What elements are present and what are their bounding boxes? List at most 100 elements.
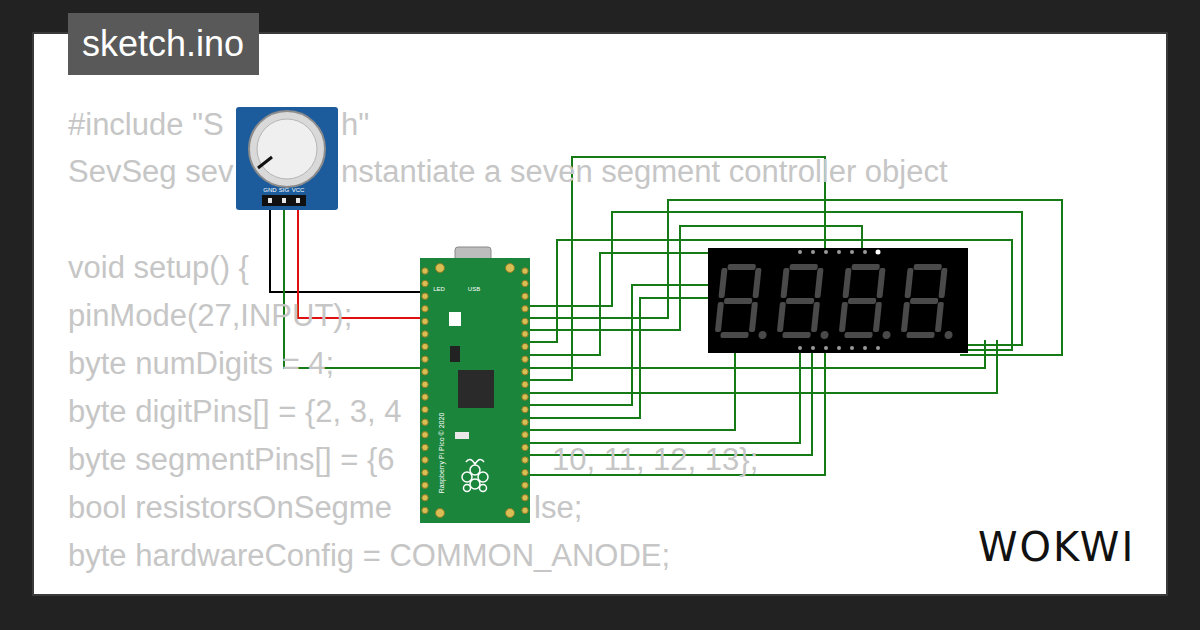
segment: [851, 264, 880, 270]
board-silkscreen: Raspberry Pi Pico © 2020: [438, 413, 446, 494]
code-text: h": [341, 107, 369, 143]
panel: [33, 33, 1167, 595]
pin-pad: [522, 469, 528, 475]
pin-pad: [522, 343, 528, 349]
segment: [935, 302, 944, 332]
pin-pad: [436, 264, 445, 273]
segment: [789, 264, 818, 270]
pin-pad: [422, 507, 428, 513]
pin-label: VCC: [292, 187, 305, 194]
pin-pad: [422, 457, 428, 463]
segment: [910, 298, 939, 304]
rp2040-chip: [458, 370, 494, 408]
code-text: void setup() {: [68, 250, 249, 286]
pin-pad: [522, 507, 528, 513]
segment: [777, 302, 786, 332]
segment: [814, 268, 823, 298]
segment: [848, 298, 877, 304]
wire: [518, 285, 720, 405]
pin-pad: [422, 432, 428, 438]
segment: [752, 268, 761, 298]
file-tab: sketch.ino: [68, 13, 259, 75]
pin-pad: [522, 293, 528, 299]
code-text: #include "S: [68, 107, 224, 143]
pin-pad: [422, 469, 428, 475]
code-text: nstantiate a seven segment controller ob…: [341, 154, 948, 190]
pin-pad: [506, 264, 515, 273]
bootsel-button: [455, 432, 469, 439]
pin-pad: [522, 394, 528, 400]
decimal-point: [820, 331, 829, 339]
potentiometer-pins: [268, 198, 300, 203]
digit: [776, 264, 836, 339]
code-text: byte hardwareConfig = COMMON_ANODE;: [68, 538, 670, 574]
segment: [811, 302, 820, 332]
segment: [844, 332, 873, 338]
pin-pad: [522, 306, 528, 312]
pin-pad: [522, 444, 528, 450]
pico-led: [449, 312, 461, 326]
code-text: SevSeg sev: [68, 154, 233, 190]
seven-segment-display: [708, 248, 968, 353]
potentiometer: GNDSIGVCC: [236, 107, 338, 210]
pin-pad: [506, 509, 515, 518]
digit: [900, 264, 960, 339]
pin-label: GND: [263, 187, 276, 194]
pin-pad: [422, 318, 428, 324]
gnd-wire: [270, 210, 420, 292]
pin-pad: [522, 268, 528, 274]
potentiometer-board: [236, 107, 338, 210]
pin-pad: [422, 381, 428, 387]
board-label: USB: [468, 286, 480, 293]
pin-label: SIG: [279, 187, 289, 194]
wire: [518, 348, 800, 443]
wire: [518, 200, 1062, 355]
segment: [720, 332, 749, 338]
pico-component: [450, 346, 460, 362]
pin-pad: [422, 444, 428, 450]
digit: [714, 264, 774, 339]
decimal-point: [882, 331, 891, 339]
segment: [724, 298, 753, 304]
display-digits: [714, 264, 960, 339]
pin-pad: [522, 406, 528, 412]
segment: [901, 302, 910, 332]
decimal-point: [758, 331, 767, 339]
pin-pad: [422, 419, 428, 425]
segment: [873, 302, 882, 332]
pin-pad: [422, 343, 428, 349]
segment: [913, 264, 942, 270]
pin-pad: [422, 293, 428, 299]
pico-board-part: LED USB Raspberry Pi Pico © 2020: [420, 258, 530, 523]
segment: [749, 302, 758, 332]
pico-pins: [422, 264, 528, 518]
file-name: sketch.ino: [82, 23, 244, 64]
code-text: lse;: [534, 490, 582, 526]
digit: [838, 264, 898, 339]
potentiometer-knob-top: [257, 119, 317, 179]
board-label: LED: [433, 286, 445, 293]
code-text: byte numDigits = 4;: [68, 346, 334, 382]
segment: [906, 332, 935, 338]
display-wires: [518, 157, 1062, 475]
segment: [715, 302, 724, 332]
raspberry-logo: [462, 459, 488, 491]
pin-pad: [522, 356, 528, 362]
pin-pad: [422, 280, 428, 286]
segment: [938, 268, 947, 298]
code-text: bool resistorsOnSegme: [68, 490, 392, 526]
segment: [727, 264, 756, 270]
potentiometer-pointer: [258, 157, 272, 168]
segment: [904, 268, 913, 298]
pin-pad: [522, 419, 528, 425]
pin-pad: [422, 268, 428, 274]
display-pins: [798, 250, 881, 351]
signal-wire: [284, 210, 420, 368]
pin-pad: [422, 394, 428, 400]
code-text: byte digitPins[] = {2, 3, 4: [68, 394, 401, 430]
segment: [876, 268, 885, 298]
segment: [718, 268, 727, 298]
segment: [839, 302, 848, 332]
segment: [782, 332, 811, 338]
